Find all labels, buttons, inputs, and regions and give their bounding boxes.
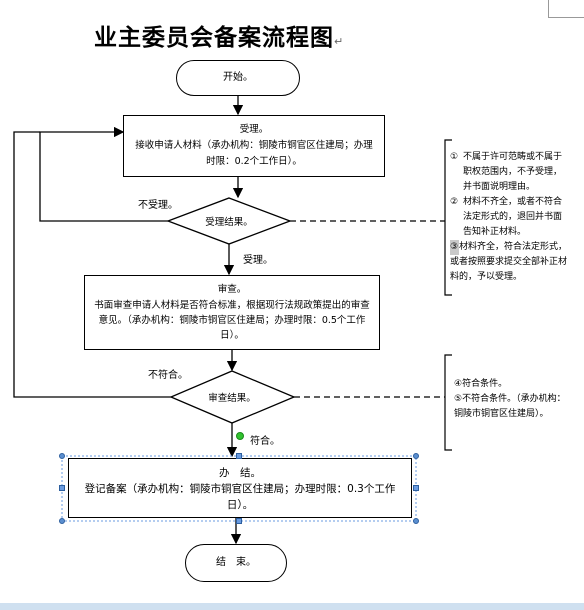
handle-title: 办 结。 (219, 467, 261, 479)
loop-not-accepted (39, 126, 168, 222)
note1-line: 法定形式的，退回并书面 (463, 212, 563, 222)
note1-mark-3: ③ (450, 240, 459, 255)
edge-label-accepted: 受理。 (243, 255, 273, 266)
handle-box[interactable]: 办 结。 登记备案（承办机构：铜陵市铜官区住建局；办理时限：0.3个工作日）。 (68, 458, 412, 518)
note1-mark-2: ② (450, 197, 459, 207)
resize-handle-s[interactable] (236, 518, 242, 524)
review-decision-label: 审查结果。 (182, 390, 282, 404)
note1-line: 材料不齐全，或者不符合 (463, 197, 563, 207)
accept-box[interactable]: 受理。 接收申请人材料（承办机构：铜陵市铜官区住建局；办理时限：0.2个工作日）… (123, 115, 385, 177)
note1: ① 不属于许可范畴或不属于 职权范围内，不予受理， 并书面说明理由。 ② 材料不齐全… (450, 150, 582, 285)
resize-handle-e[interactable] (413, 485, 419, 491)
note1-line: 料的，予以受理。 (450, 272, 523, 282)
resize-handle-sw[interactable] (59, 518, 65, 524)
start-label: 开始。 (223, 72, 253, 83)
note2-line-3: 铜陵市铜官区住建局）。 (454, 409, 549, 419)
title-text: 业主委员会备案流程图 (94, 25, 334, 51)
edge-label-not-conform: 不符合。 (148, 370, 188, 381)
end-label: 结 束。 (216, 557, 256, 568)
review-box[interactable]: 审查。 书面审查申请人材料是否符合标准，根据现行法规政策提出的审查意见。（承办机… (84, 275, 380, 350)
start-node[interactable]: 开始。 (176, 60, 300, 96)
resize-handle-ne[interactable] (413, 453, 419, 459)
note2: ④符合条件。 ⑤不符合条件。（承办机构： 铜陵市铜官区住建局）。 (454, 377, 582, 422)
note1-line: 并书面说明理由。 (463, 182, 536, 192)
resize-handle-se[interactable] (413, 518, 419, 524)
accept-title: 受理。 (239, 124, 269, 135)
resize-handle-nw[interactable] (59, 453, 65, 459)
review-body: 书面审查申请人材料是否符合标准，根据现行法规政策提出的审查意见。（承办机构：铜陵… (94, 300, 370, 341)
edge-label-conform: 符合。 (250, 436, 280, 447)
review-decision-text: 审查结果。 (208, 393, 256, 404)
note2-line-1: ④符合条件。 (454, 379, 508, 389)
note2-line-2: ⑤不符合条件。（承办机构： (454, 394, 566, 404)
end-node[interactable]: 结 束。 (185, 544, 287, 582)
page-title: 业主委员会备案流程图↵ (94, 18, 344, 52)
loop-not-conform (13, 131, 171, 398)
resize-handle-n[interactable] (236, 453, 242, 459)
rotate-handle[interactable] (236, 432, 244, 440)
accept-decision-text: 受理结果。 (205, 217, 253, 228)
note1-line: 告知补正材料。 (463, 227, 527, 237)
resize-handle-w[interactable] (59, 485, 65, 491)
note1-line: 材料齐全，符合法定形式， (459, 242, 568, 252)
note2-bracket (444, 354, 452, 451)
note1-line: 职权范围内，不予受理， (463, 167, 563, 177)
handle-body: 登记备案（承办机构：铜陵市铜官区住建局；办理时限：0.3个工作日）。 (84, 483, 396, 511)
accept-body: 接收申请人材料（承办机构：铜陵市铜官区住建局；办理时限：0.2个工作日）。 (135, 140, 373, 167)
note1-mark-1: ① (450, 152, 459, 162)
edge-label-not-accepted: 不受理。 (138, 200, 178, 211)
accept-decision-label: 受理结果。 (179, 214, 279, 228)
note1-bracket (444, 139, 452, 296)
note1-line: 或者按照要求提交全部补正材 (450, 257, 568, 267)
review-title: 审查。 (217, 284, 247, 295)
page-corner-mark (548, 17, 584, 18)
window-bottom-edge (0, 603, 584, 610)
note1-line: 不属于许可范畴或不属于 (463, 152, 563, 162)
paragraph-mark-icon: ↵ (334, 35, 345, 48)
page-corner-mark (548, 0, 549, 18)
